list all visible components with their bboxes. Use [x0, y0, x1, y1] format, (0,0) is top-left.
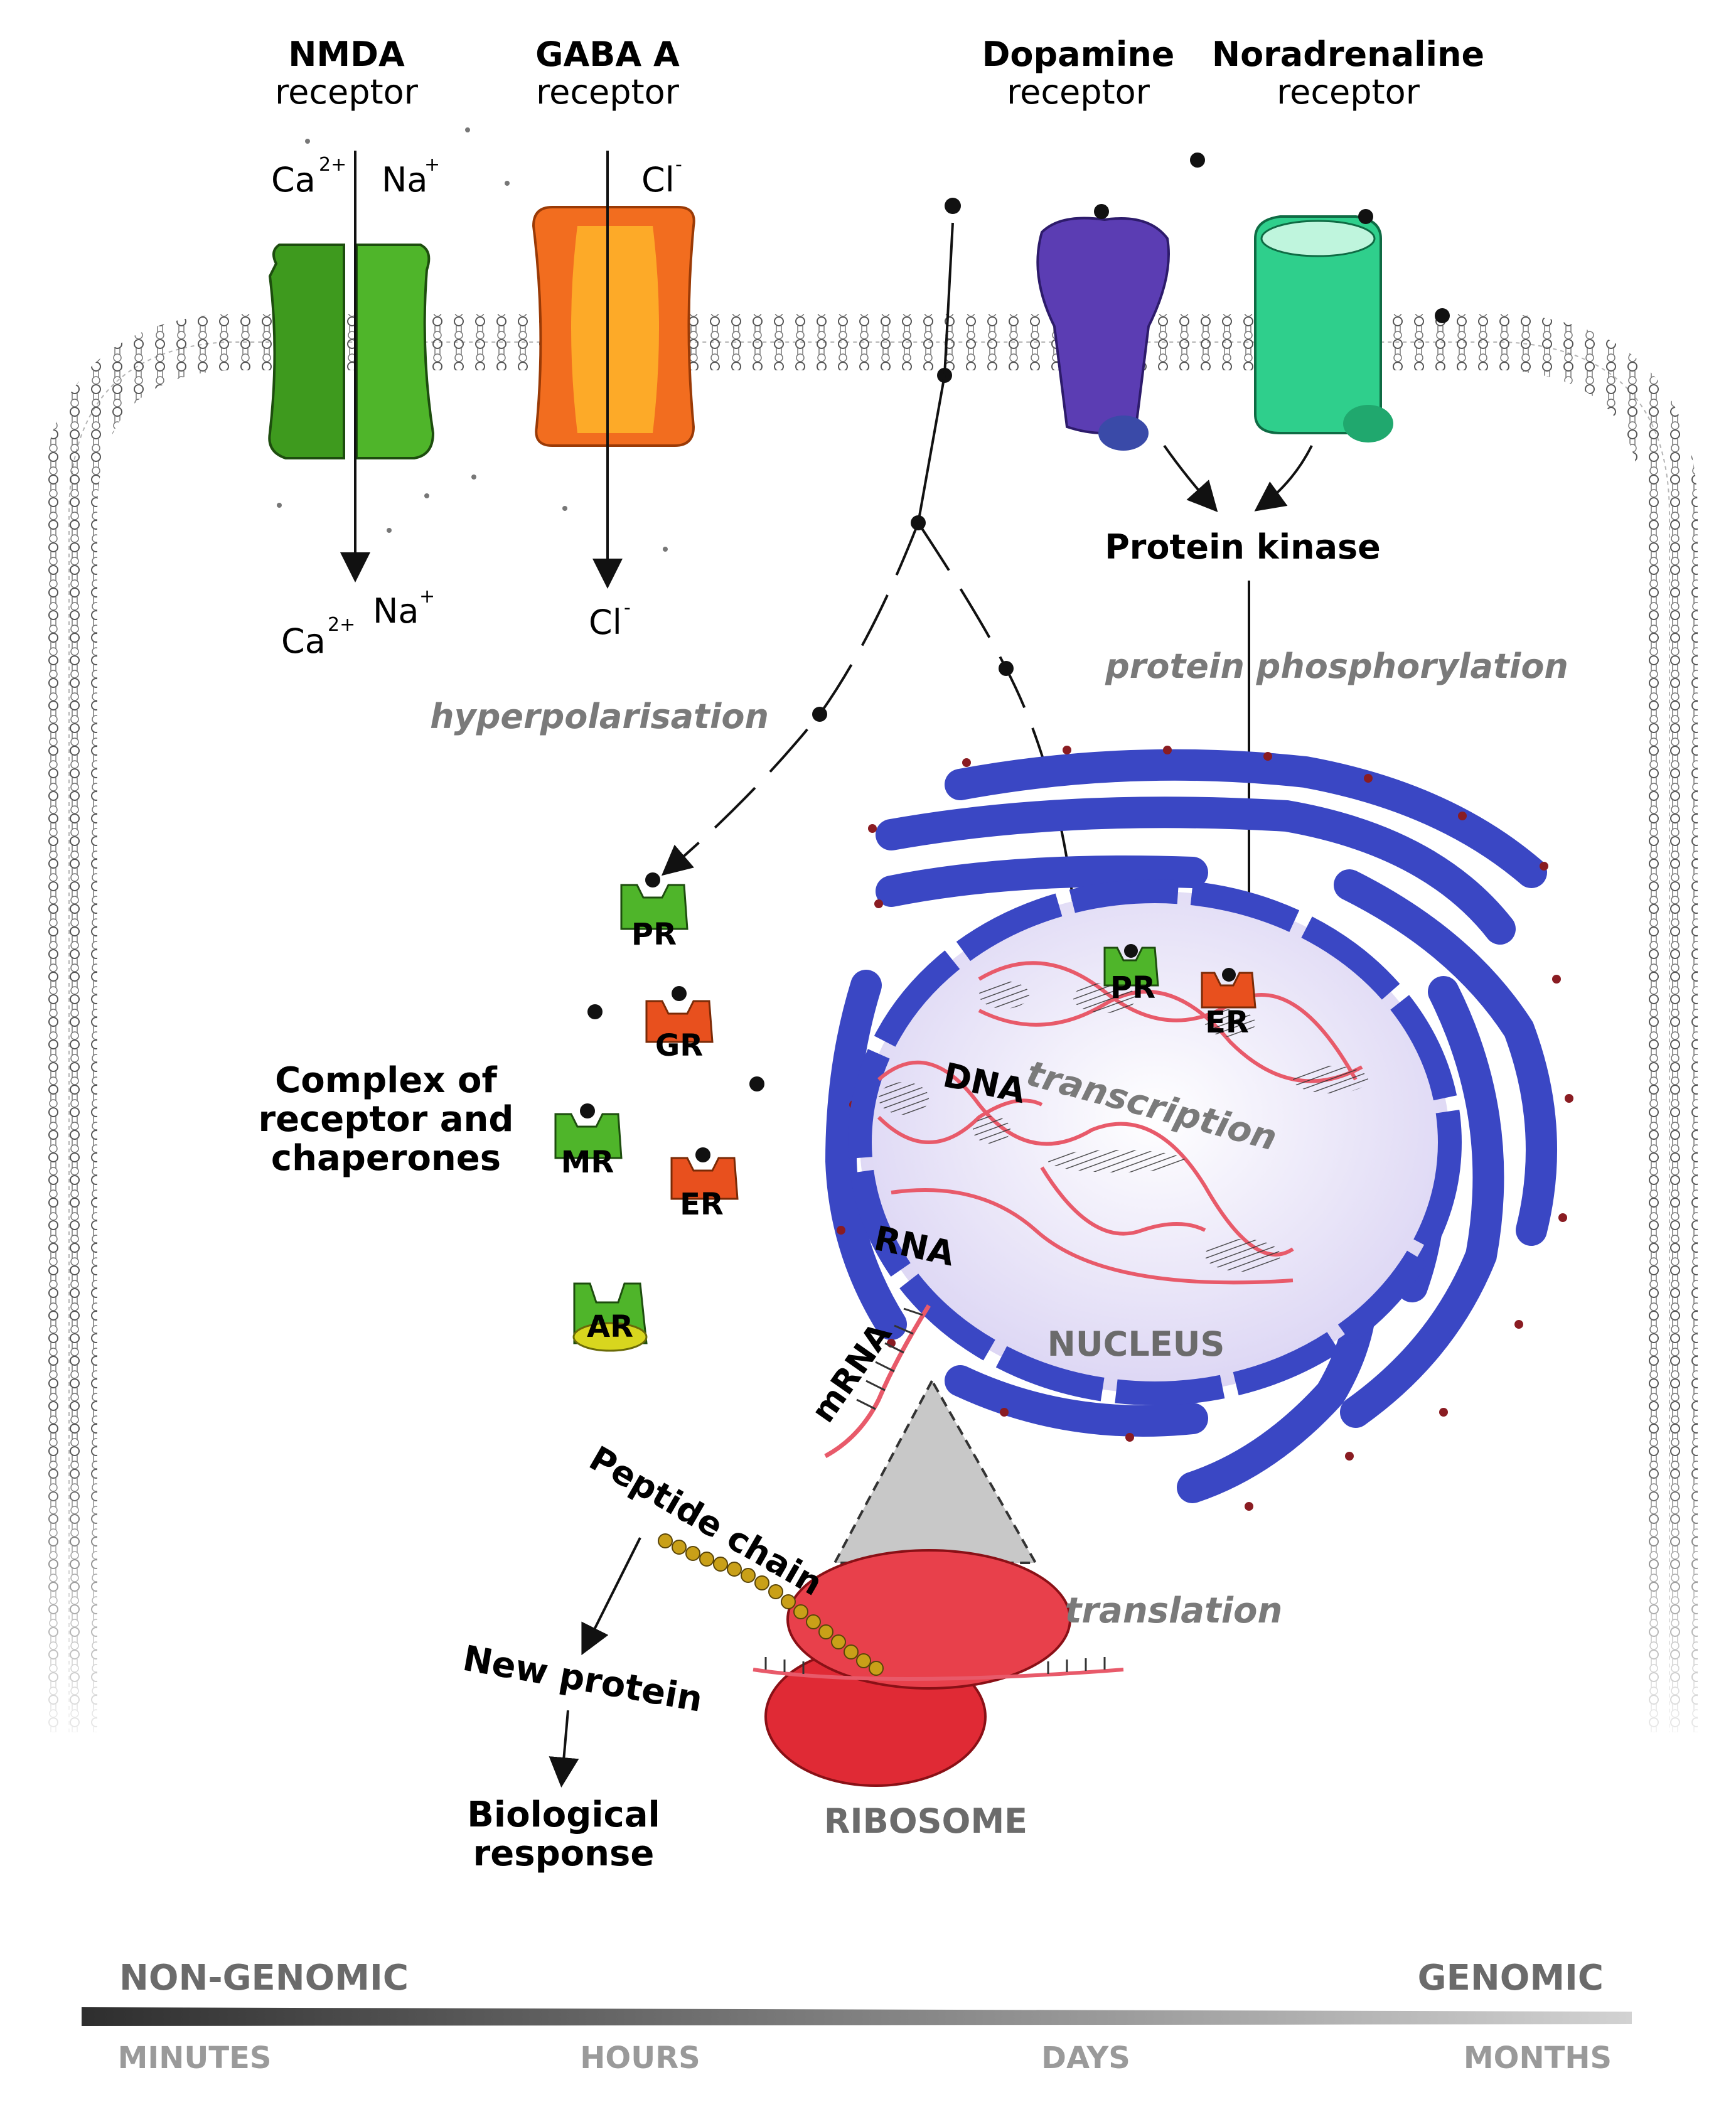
dopamine-subtitle: receptor [1007, 72, 1150, 112]
timeline-right-title: GENOMIC [1418, 1958, 1604, 1998]
nmda-ion-na-top: Na [382, 160, 428, 200]
endoplasmic-reticulum [825, 749, 1557, 1503]
dopamine-receptor: Dopamine receptor [982, 35, 1175, 451]
ion-dots [277, 127, 668, 552]
biological-response-line1: Biological [467, 1794, 660, 1835]
timeline-tick-months: MONTHS [1464, 2040, 1612, 2076]
noradrenaline-title: Noradrenaline [1212, 35, 1484, 74]
nmda-ion-ca-top-charge: 2+ [319, 154, 346, 176]
cytoplasm-receptor-ar: AR [572, 1282, 648, 1352]
mrna-label: mRNA [804, 1316, 899, 1429]
gaba-subtitle: receptor [536, 72, 680, 112]
pr-label: PR [631, 917, 677, 952]
nucleus: NUCLEUS [848, 879, 1462, 1405]
timeline-tick-minutes: MINUTES [118, 2040, 272, 2076]
complex-label-line1: Complex of [275, 1060, 497, 1101]
nmda-ion-na-bottom-charge: + [419, 586, 435, 608]
zoom-triangle [832, 1378, 1038, 1564]
nmda-subtitle: receptor [275, 72, 419, 112]
mrna-strand [824, 1304, 931, 1459]
gaba-ion-cl-top: Cl [641, 160, 675, 200]
nuclear-receptor-pr: PR [1103, 944, 1159, 1005]
gaba-ion-cl-bottom: Cl [589, 603, 622, 642]
nuclear-receptor-er: ER [1201, 968, 1256, 1040]
ligand-dots [587, 153, 1450, 1091]
cytoplasm-receptor-er: ER [670, 1147, 739, 1222]
nmda-ion-ca-bottom-charge: 2+ [328, 614, 355, 636]
nmda-ion-ca-top: Ca [271, 160, 316, 200]
nmda-ion-na-bottom: Na [373, 591, 419, 631]
nmda-ion-ca-bottom: Ca [281, 621, 326, 661]
ligand-dot [1358, 209, 1373, 224]
nuclear-pr-label: PR [1110, 970, 1155, 1005]
protein-phosphorylation-label: protein phosphorylation [1105, 646, 1568, 686]
cytoplasm-receptor-pr: PR [620, 872, 689, 952]
peptide-chain [658, 1533, 884, 1676]
nmda-ion-na-top-charge: + [424, 154, 440, 176]
cytoplasm-receptor-mr: MR [554, 1103, 623, 1180]
timeline-tick-days: DAYS [1041, 2040, 1130, 2076]
hyperpolarisation-label: hyperpolarisation [430, 697, 769, 736]
dna-hatching [879, 981, 1368, 1272]
gr-label: GR [655, 1028, 703, 1063]
ligand-dot [1094, 204, 1109, 219]
gaba-title: GABA A [535, 35, 680, 74]
noradrenaline-receptor: Noradrenaline receptor [1212, 35, 1484, 442]
timeline-tick-hours: HOURS [580, 2040, 700, 2076]
nmda-receptor: NMDA receptor Ca 2+ Na + Ca 2+ Na + [268, 35, 440, 661]
timeline-bar [82, 2007, 1632, 2026]
gaba-ion-cl-top-charge: - [675, 154, 682, 176]
gaba-ion-cl-bottom-charge: - [624, 597, 631, 619]
complex-label-line2: receptor and [259, 1099, 514, 1140]
cytoplasm-receptor-gr: GR [645, 986, 714, 1063]
ar-label: AR [587, 1309, 633, 1344]
biological-response-line2: response [473, 1833, 655, 1874]
protein-kinase-label: Protein kinase [1105, 527, 1381, 567]
gaba-a-receptor: GABA A receptor Cl - Cl - [532, 35, 695, 642]
timeline-left-title: NON-GENOMIC [119, 1958, 409, 1998]
mr-label: MR [561, 1145, 614, 1180]
complex-label-line3: chaperones [271, 1138, 501, 1179]
ribosome-label: RIBOSOME [824, 1801, 1027, 1841]
nmda-title: NMDA [288, 35, 405, 74]
nuclear-er-label: ER [1205, 1005, 1249, 1040]
nucleus-label: NUCLEUS [1047, 1324, 1225, 1364]
er-label: ER [680, 1187, 724, 1222]
timeline: NON-GENOMIC GENOMIC MINUTES HOURS DAYS M… [82, 1958, 1632, 2076]
dopamine-title: Dopamine [982, 35, 1175, 74]
translation-label: translation [1065, 1590, 1283, 1631]
noradrenaline-subtitle: receptor [1277, 72, 1420, 112]
